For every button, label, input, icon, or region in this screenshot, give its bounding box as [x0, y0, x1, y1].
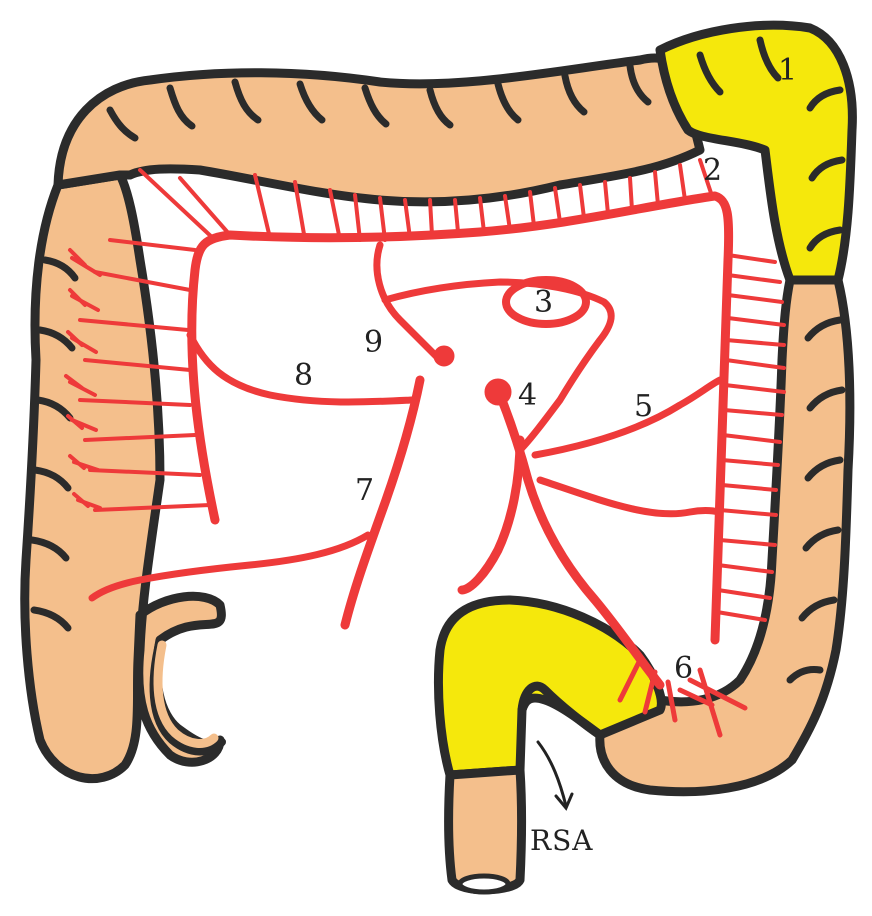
label-4: 4	[518, 378, 537, 413]
appendix-fill	[158, 645, 214, 743]
ima-sigmoid-branch	[462, 440, 520, 590]
label-9: 9	[364, 325, 383, 360]
label-5: 5	[634, 389, 653, 424]
rectum	[449, 770, 522, 890]
ima-lower-branch	[540, 480, 718, 514]
anus-opening	[460, 876, 508, 892]
vessel-9-origin	[435, 347, 453, 365]
label-rsa: RSA	[530, 824, 593, 857]
vessels	[66, 160, 784, 735]
label-6: 6	[674, 651, 693, 686]
arc-to-3	[385, 282, 611, 450]
label-2: 2	[703, 153, 722, 188]
rsa-arrow	[538, 742, 572, 808]
label-7: 7	[355, 473, 374, 508]
label-8: 8	[294, 358, 313, 393]
transverse-colon	[58, 58, 700, 202]
label-3: 3	[534, 285, 553, 320]
label-1: 1	[778, 53, 797, 88]
vessel-4-origin	[486, 380, 510, 404]
